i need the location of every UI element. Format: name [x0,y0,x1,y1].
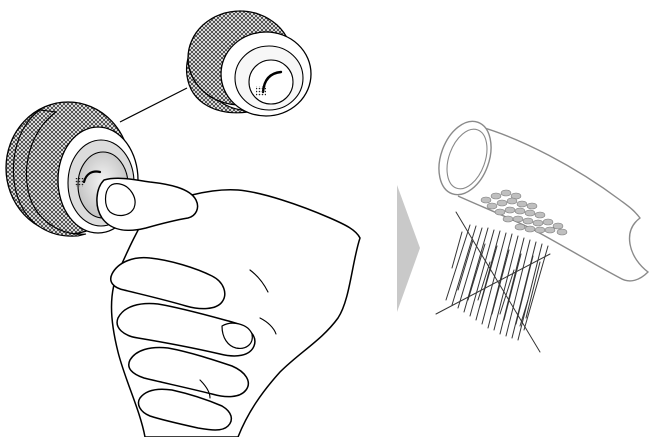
connector-line [120,88,187,122]
arrow-right-icon [397,185,420,312]
spray-streams [436,212,550,352]
pressing-hand [97,178,360,437]
rear-knob [187,11,311,116]
